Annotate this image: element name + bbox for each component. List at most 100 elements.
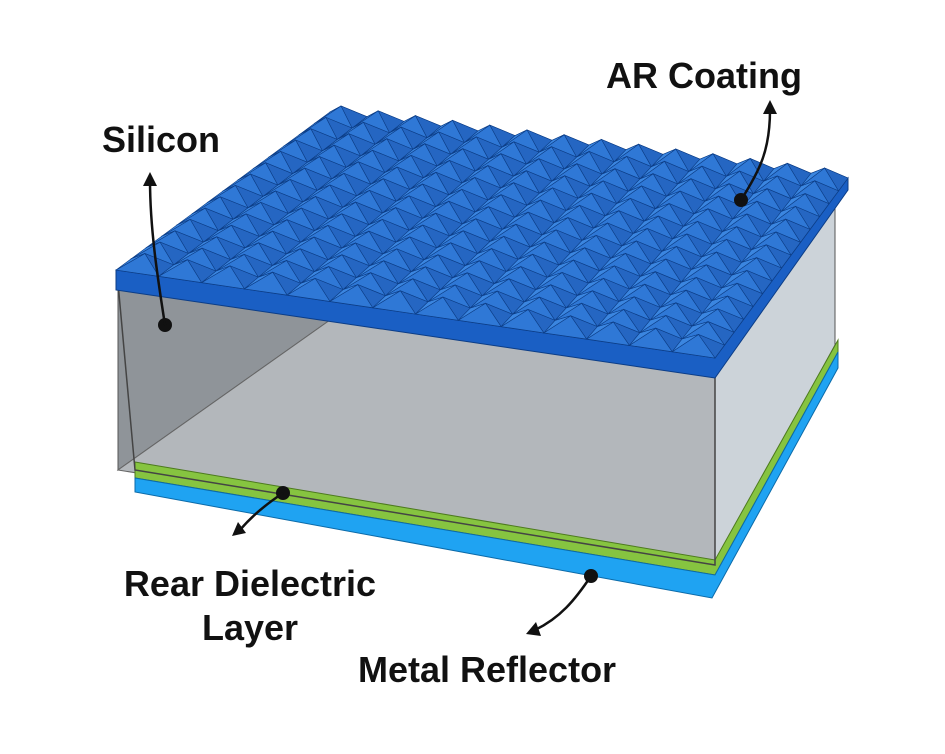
pyramid-facet [487,182,514,201]
pyramid-facet [681,321,709,340]
pyramid-facet [372,290,401,308]
pyramid-facet [722,213,748,232]
pyramid-facet [462,206,489,225]
pyramid-facet [563,151,590,170]
pyramid-facet [300,266,329,284]
pyramid-facet [450,136,477,155]
pyramid-facet [565,192,592,211]
pyramid-facet [292,156,320,174]
pyramid-facet [356,260,385,278]
pyramid-facet [173,247,203,266]
pyramid-facet [649,302,677,321]
pyramid-facet [741,244,767,263]
metal-reflector-label: Metal Reflector [358,649,617,690]
pyramid-facet [671,334,699,352]
pyramid-facet [409,212,437,231]
pyramid-facet [488,141,515,160]
pyramid-facet [384,155,412,173]
pyramid-facet [426,120,453,139]
pyramid-facet [475,153,502,172]
pyramid-facet [512,296,540,315]
pyramid-facet [449,218,477,237]
pyramid-facet [356,178,384,197]
pyramid-facet [215,254,245,272]
pyramid-facet [409,172,437,190]
pyramid-facet [314,105,342,124]
rear-dielectric-label: Rear Dielectric Layer [80,562,420,650]
pyramid-facet [317,173,345,191]
pyramid-facet [314,213,343,231]
pyramid-facet [415,296,444,315]
pyramid-facet [660,289,687,308]
pyramid-facet [554,303,582,321]
pyramid-facet [613,143,639,163]
pyramid-facet [423,160,450,179]
pyramid-facet [464,248,492,266]
pyramid-facet [589,168,616,187]
pyramid-facet [688,153,714,172]
pyramid-facet [493,266,522,284]
pyramid-facet [176,207,206,226]
pyramid-facet [222,173,251,192]
pyramid-facet [342,272,371,290]
pyramid-facet [593,210,620,229]
pyramid-facet [435,189,463,207]
pyramid-facet [268,139,296,158]
pyramid-facet [558,247,586,266]
pyramid-facet [543,315,571,334]
pyramid-facet [517,241,545,260]
pyramid-facet [452,260,480,279]
pyramid-facet [570,235,597,254]
pyramid-facet [161,219,191,237]
pyramid-facet [436,148,464,167]
pyramid-facet [500,309,529,327]
silicon-pointer [143,172,172,332]
pyramid-facet [272,248,301,266]
pyramid-facet [412,131,439,150]
pyramid-facet [790,180,816,200]
pyramid-facet [501,129,528,148]
pyramid-facet [672,221,698,240]
pyramid-facet [643,203,670,222]
rear-dielectric-pointer [232,486,290,536]
pyramid-facet [581,222,608,241]
pyramid-facet [322,133,349,152]
metal-reflector-pointer [526,569,598,636]
pyramid-facet [753,175,778,195]
pyramid-facet [273,207,302,226]
metal-reflector-layer [134,351,839,599]
pyramid-facet [331,161,359,180]
pyramid-facet [526,146,552,165]
pyramid-facet [368,207,396,225]
pyramid-facet [192,196,221,214]
ar-coating-label: AR Coating [606,55,802,96]
pyramid-facet [201,265,231,283]
pyramid-facet [565,290,593,309]
pyramid-facet [618,284,646,302]
pyramid-facet [283,128,311,147]
pyramid-facet [238,162,266,180]
pyramid-facet [258,260,287,278]
pyramid-facet [440,272,468,291]
pyramid-facet [513,158,540,177]
pyramid-facet [666,178,692,197]
pyramid-facet [328,201,356,220]
pyramid-facet [680,264,707,283]
pyramid-facet [470,290,498,309]
pyramid-facet [218,213,247,231]
pyramid-facet [651,148,676,167]
pyramid-facet [500,170,527,189]
pyramid-facet [247,190,276,209]
rear-dielectric-label-line2: Layer [201,606,299,648]
pyramid-facet [551,163,578,182]
pyramid-facet [314,254,343,272]
pyramid-facet [601,156,627,175]
pyramid-facet [360,138,388,157]
pyramid-facet [502,211,529,230]
pyramid-facet [604,198,631,217]
pyramid-facet [302,184,331,203]
pyramid-facet [115,253,146,271]
pyramid-facet [599,253,626,272]
pyramid-facet [529,229,557,248]
pyramid-facet [535,272,563,290]
